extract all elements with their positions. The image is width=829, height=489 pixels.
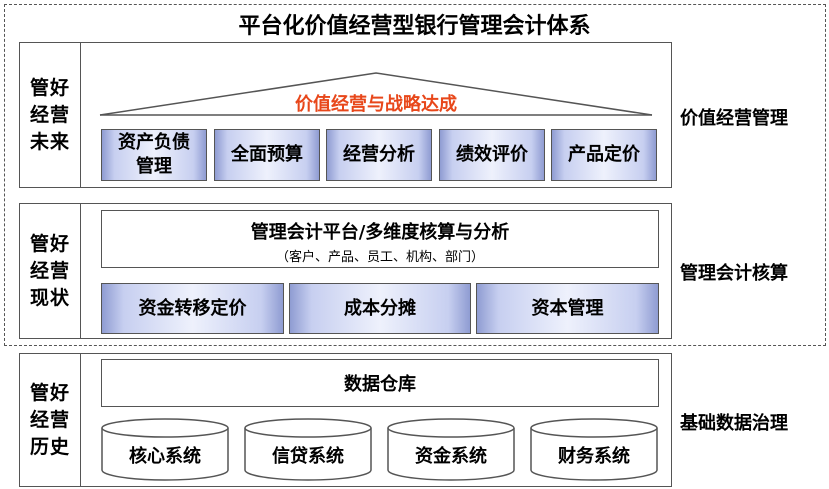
bottom-left-label-line-3: 历史 bbox=[29, 435, 70, 458]
platform-title: 管理会计平台/多维度核算与分析 bbox=[250, 222, 510, 243]
cylinder-finance-system-label: 财务系统 bbox=[558, 446, 630, 467]
cylinder-credit-system-label: 信贷系统 bbox=[272, 446, 344, 467]
middle-right-label: 管理会计核算 bbox=[680, 263, 788, 284]
bottom-left-label-line-1: 管好 bbox=[29, 381, 70, 404]
middle-left-label-line-3: 现状 bbox=[29, 286, 70, 309]
upper-dashed-frame bbox=[4, 4, 826, 346]
top-left-label-line-3: 未来 bbox=[29, 130, 70, 153]
roof-triangle bbox=[99, 72, 653, 116]
roof-text: 价值经营与战略达成 bbox=[295, 94, 457, 115]
button-cost-allocation[interactable]: 成本分摊 bbox=[289, 283, 471, 334]
bottom-left-label-line-2: 经营 bbox=[29, 408, 70, 431]
button-performance[interactable]: 绩效评价 bbox=[439, 129, 545, 181]
cylinder-core-system: 核心系统 bbox=[101, 418, 229, 481]
diagram-title: 平台化价值经营型银行管理会计体系 bbox=[238, 14, 591, 39]
button-capital-management[interactable]: 资本管理 bbox=[476, 283, 659, 334]
data-warehouse-box: 数据仓库 bbox=[101, 359, 659, 407]
platform-box: 管理会计平台/多维度核算与分析 （客户、产品、员工、机构、部门） bbox=[101, 210, 659, 268]
button-analysis[interactable]: 经营分析 bbox=[326, 129, 432, 181]
button-ftp[interactable]: 资金转移定价 bbox=[101, 283, 284, 334]
top-left-label-line-1: 管好 bbox=[29, 76, 70, 99]
button-budget[interactable]: 全面预算 bbox=[214, 129, 320, 181]
button-pricing[interactable]: 产品定价 bbox=[551, 129, 657, 181]
bottom-left-label: 管好 经营 历史 bbox=[19, 353, 81, 487]
cylinder-credit-system: 信贷系统 bbox=[244, 418, 372, 481]
middle-left-label-line-1: 管好 bbox=[29, 232, 70, 255]
cylinder-core-system-label: 核心系统 bbox=[129, 446, 201, 467]
top-left-label-line-2: 经营 bbox=[29, 103, 70, 126]
middle-left-label-line-2: 经营 bbox=[29, 259, 70, 282]
top-right-label: 价值经营管理 bbox=[680, 108, 788, 129]
data-warehouse-label: 数据仓库 bbox=[344, 374, 416, 395]
cylinder-finance-system: 财务系统 bbox=[530, 418, 658, 481]
top-left-label: 管好 经营 未来 bbox=[19, 42, 81, 188]
button-asset-liability[interactable]: 资产负债 管理 bbox=[101, 129, 207, 181]
cylinder-treasury-system-label: 资金系统 bbox=[415, 446, 487, 467]
cylinder-treasury-system: 资金系统 bbox=[387, 418, 515, 481]
platform-subtitle: （客户、产品、员工、机构、部门） bbox=[275, 250, 484, 265]
middle-left-label: 管好 经营 现状 bbox=[19, 203, 81, 339]
bottom-right-label: 基础数据治理 bbox=[680, 413, 788, 434]
